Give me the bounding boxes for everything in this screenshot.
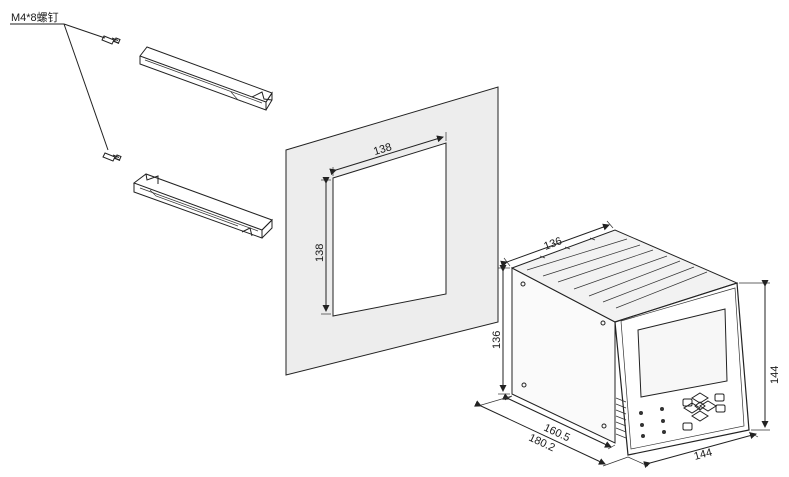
screw-bottom-icon (102, 152, 122, 162)
cutout-width-label: 138 (372, 141, 393, 158)
mounting-bracket-bottom (132, 173, 273, 239)
front-height-label: 144 (769, 366, 781, 384)
cutout-height-label: 138 (314, 244, 326, 262)
front-width-label: 144 (693, 447, 714, 463)
side-height-label: 136 (491, 331, 503, 349)
top-depth-label: 136 (542, 235, 563, 253)
mounting-panel: 138 138 (285, 86, 499, 376)
instrument-dimensions: 136 136 160.5 180.2 144 144 (474, 220, 781, 468)
screw-callout: M4*8螺钉 (10, 11, 109, 151)
keypad (682, 392, 726, 431)
mounting-bracket-top (139, 46, 273, 111)
display-screen (637, 308, 728, 398)
screw-label: M4*8螺钉 (11, 11, 59, 24)
screw-top-icon (101, 35, 121, 45)
